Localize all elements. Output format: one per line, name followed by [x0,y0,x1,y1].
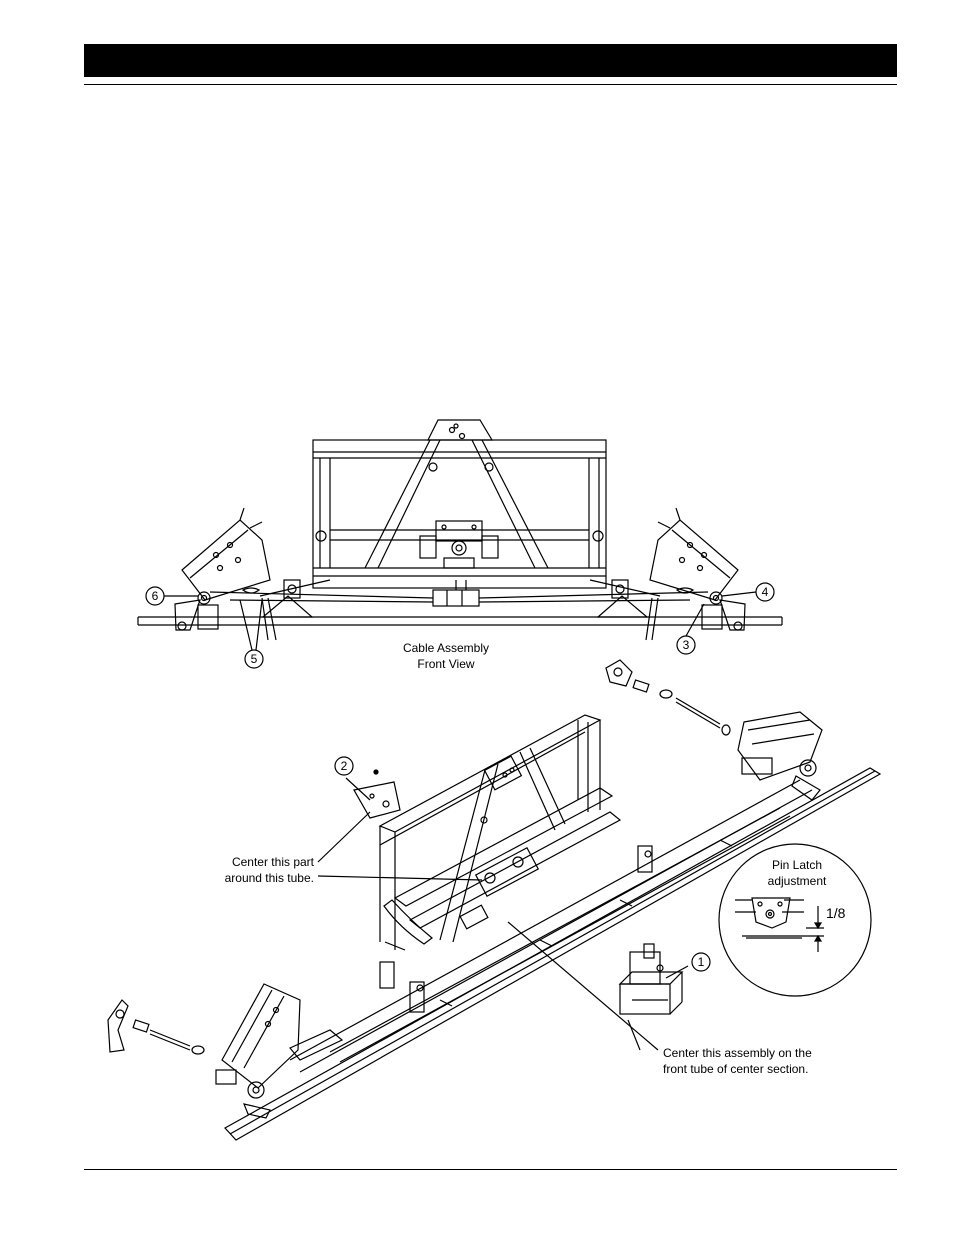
callout-1-circle [691,952,711,972]
callout-2: 2 [341,759,348,773]
header-bar [84,44,897,77]
callout-1: 1 [698,955,705,969]
callout-6-circle [145,586,165,606]
note-center-assembly-line1: Center this assembly on the [663,1046,812,1060]
callout-5-circle [244,649,264,669]
detail-title-line1: Pin Latch [772,858,822,872]
front-view-caption-line1: Cable Assembly [403,641,489,655]
detail-dimension: 1/8 [826,905,846,921]
callout-6: 6 [152,589,159,603]
note-center-part-line2: around this tube. [225,871,314,885]
callout-4: 4 [762,585,769,599]
note-center-assembly-line2: front tube of center section. [663,1062,808,1076]
front-view-drawing [137,419,783,641]
callout-3-circle [676,635,696,655]
pin-latch-detail [718,843,872,997]
front-view-caption-line2: Front View [417,657,474,671]
footer-rule [84,1169,897,1170]
isometric-view-drawing [107,659,882,1141]
callout-2-circle [334,756,354,776]
detail-title-line2: adjustment [768,874,827,888]
callout-4-circle [755,582,775,602]
header-rule [84,84,897,85]
note-center-part-line1: Center this part [232,855,315,869]
callout-5: 5 [251,652,258,666]
callout-3: 3 [683,638,690,652]
